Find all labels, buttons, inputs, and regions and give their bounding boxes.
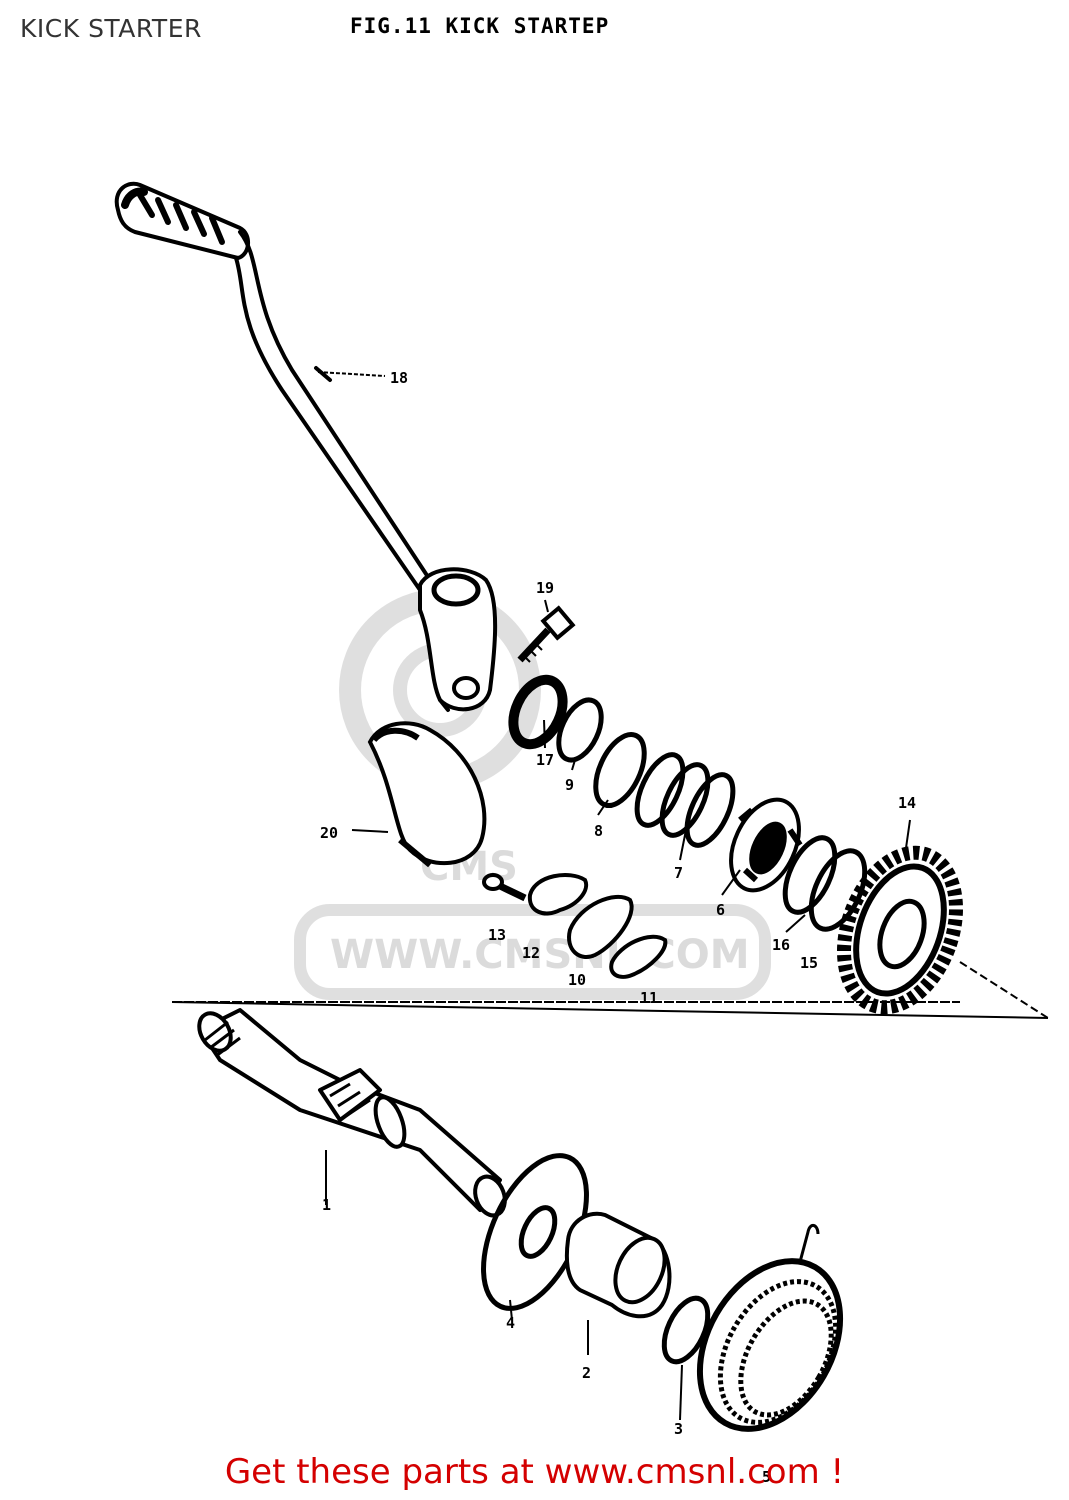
part-label-15: 15 [800,954,818,972]
part-number-labels: 18 19 20 17 9 8 7 6 16 15 14 13 12 10 11… [320,369,916,1486]
plate-10 [567,894,634,959]
bolt-19 [517,605,576,663]
stopper-2 [564,1211,672,1319]
part-label-3: 3 [674,1420,683,1438]
part-label-18: 18 [390,369,408,387]
page-title: KICK STARTER [20,14,202,43]
part-label-16: 16 [772,936,790,954]
oil-seal-17 [508,674,568,750]
part-label-13: 13 [488,926,506,944]
watermark-text: WWW.CMSNL.COM [330,932,750,978]
washer-9 [556,697,604,763]
part-label-14: 14 [898,794,916,812]
part-label-2: 2 [582,1364,591,1382]
part-label-19: 19 [536,579,554,597]
circlip-16 [782,835,838,915]
part-label-4: 4 [506,1314,515,1332]
part-label-7: 7 [674,864,683,882]
guide-20 [367,721,487,868]
part-label-20: 20 [320,824,338,842]
figure-title: FIG.11 KICK STARTEP [350,14,610,38]
kick-lever [114,181,498,712]
part-label-11: 11 [640,989,658,1007]
part-label-9: 9 [565,776,574,794]
assembly-baseline [171,961,1049,1019]
get-parts-link[interactable]: Get these parts at www.cmsnl.com ! [224,1452,845,1492]
part-label-8: 8 [594,822,603,840]
part-label-5: 5 [762,1468,771,1486]
plate-11 [609,934,668,979]
kick-shaft-1 [197,1008,507,1218]
return-spring-5 [696,1224,844,1432]
part-label-12: 12 [522,944,540,962]
plate-12 [527,873,589,916]
leader-lines [317,371,911,1421]
circlip-3 [661,1295,711,1365]
spring-7 [634,752,736,848]
bolt-13 [482,873,527,902]
part-label-17: 17 [536,751,554,769]
part-label-6: 6 [716,901,725,919]
part-label-1: 1 [322,1196,331,1214]
gear-14 [836,845,964,1015]
part-label-10: 10 [568,971,586,989]
ratchet-6 [729,797,803,893]
